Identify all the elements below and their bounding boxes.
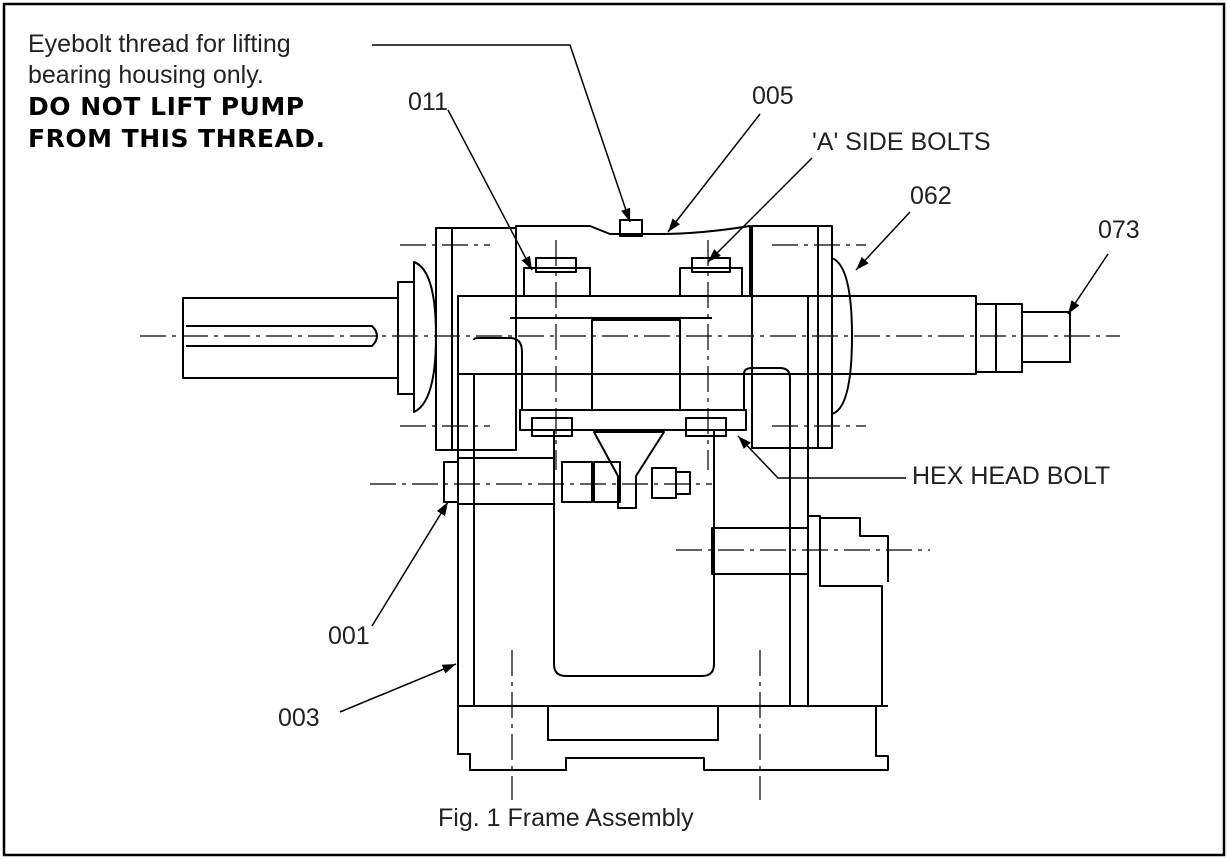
callout-062: 062 bbox=[910, 182, 952, 210]
leader-eyebolt bbox=[372, 44, 631, 223]
inner-cavity bbox=[553, 430, 715, 677]
base-plate bbox=[457, 705, 889, 771]
nut-lower-left bbox=[531, 417, 573, 437]
callout-005: 005 bbox=[752, 82, 794, 110]
seal-flange-left bbox=[397, 281, 415, 395]
leader-011 bbox=[447, 109, 533, 271]
callout-001: 001 bbox=[328, 622, 370, 650]
leader-005 bbox=[667, 113, 761, 233]
callout-073: 073 bbox=[1098, 216, 1140, 244]
inner-bracket bbox=[473, 319, 791, 600]
crossbolt-nut-left bbox=[561, 461, 593, 503]
shaft-left bbox=[182, 297, 399, 379]
callout-hex-head-bolt: HEX HEAD BOLT bbox=[912, 462, 1111, 490]
note-line-2: bearing housing only. bbox=[28, 61, 264, 89]
leader-hex bbox=[737, 435, 906, 479]
center-lines bbox=[140, 240, 1120, 800]
center-stem bbox=[593, 431, 665, 509]
bearing-housing-left bbox=[435, 227, 517, 451]
warning-line-1: DO NOT LIFT PUMP bbox=[28, 92, 305, 121]
frame-right-wall bbox=[807, 296, 883, 706]
leader-073 bbox=[1067, 253, 1109, 315]
callout-003: 003 bbox=[278, 704, 320, 732]
side-port bbox=[711, 527, 809, 575]
leader-062 bbox=[855, 211, 911, 271]
keyway bbox=[186, 325, 378, 347]
callout-a-side-bolts: 'A' SIDE BOLTS bbox=[812, 128, 991, 156]
nut-lower-right bbox=[685, 417, 727, 437]
seal-cover-left bbox=[413, 261, 437, 413]
eyebolt-boss bbox=[619, 219, 643, 237]
leader-003 bbox=[339, 663, 457, 713]
bolt-001 bbox=[443, 461, 459, 503]
main-shaft-housing bbox=[457, 295, 977, 375]
leader-lines bbox=[339, 44, 1109, 713]
bearing-housing-right bbox=[751, 225, 833, 449]
seal-cover-right bbox=[831, 257, 853, 415]
nut-top-left bbox=[523, 267, 591, 297]
figure-caption: Fig. 1 Frame Assembly bbox=[438, 804, 694, 832]
pump-frame-body bbox=[182, 219, 1071, 771]
warning-line-2: FROM THIS THREAD. bbox=[28, 124, 326, 153]
leader-a-side bbox=[707, 157, 813, 263]
shaft-right-end bbox=[1022, 311, 1071, 363]
callout-011: 011 bbox=[408, 88, 448, 116]
top-housing bbox=[515, 225, 751, 297]
note-line-1: Eyebolt thread for lifting bbox=[28, 30, 291, 58]
leader-001 bbox=[371, 501, 449, 627]
nut-top-right bbox=[679, 267, 743, 297]
